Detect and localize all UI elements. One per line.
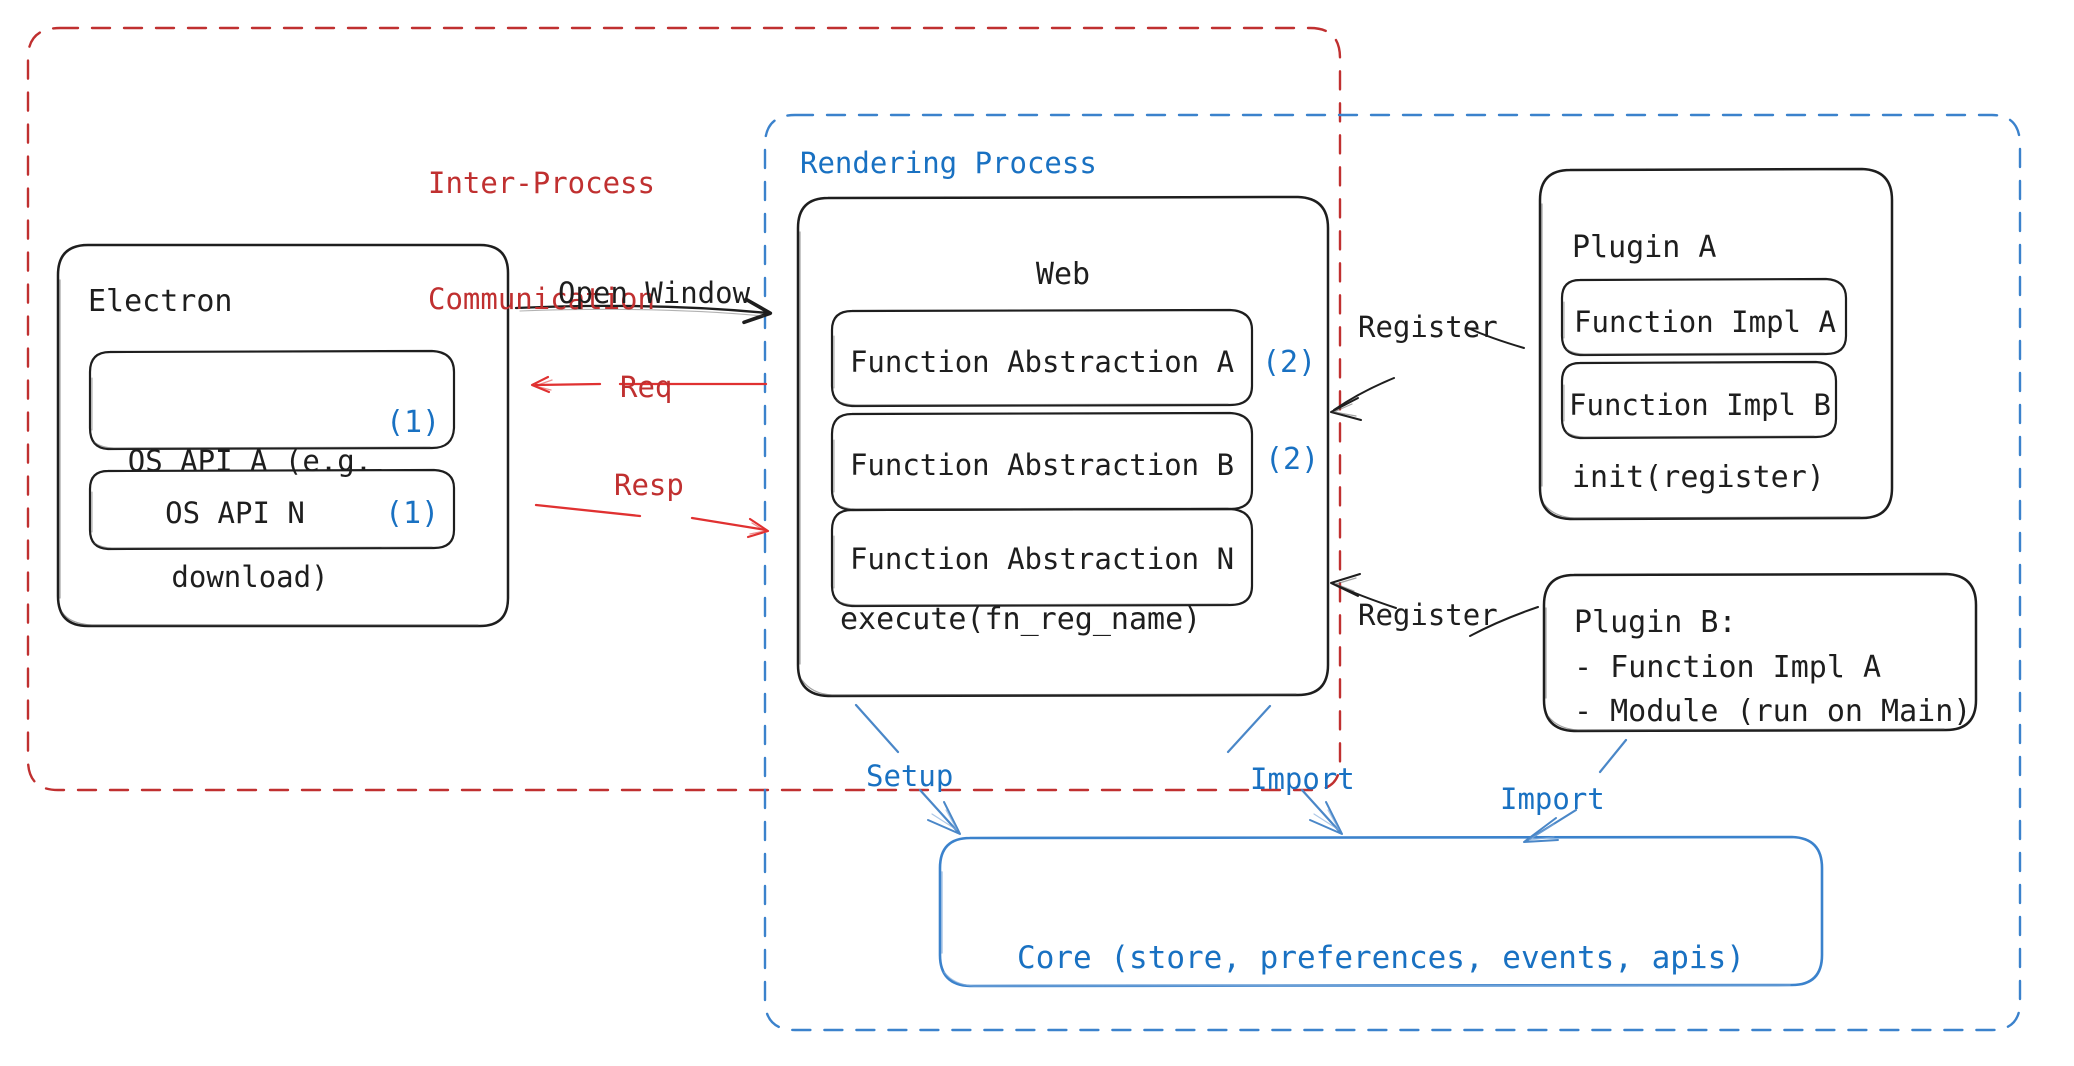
- ipc-group-label: Inter-Process Communication: [428, 86, 728, 397]
- function-impl-b-label: Function Impl B: [1569, 388, 1831, 422]
- function-abstraction-b-marker: (2): [1265, 442, 1320, 477]
- function-abstraction-a-label: Function Abstraction A: [849, 345, 1235, 379]
- core-line-1: Core (store, preferences, events, apis): [1017, 940, 1745, 977]
- function-impl-a-label: Function Impl A: [1574, 305, 1836, 339]
- web-title: Web: [1035, 257, 1091, 292]
- os-api-a-line2: download): [171, 560, 329, 595]
- arrow-label-register-plugin-a: Register: [1358, 310, 1498, 344]
- core-line-2: - OS APIs (1): [950, 1063, 1812, 1066]
- os-api-a-label: OS API A (e.g. download): [100, 364, 400, 675]
- plugin-b-item-0: - Function Impl A: [1574, 650, 1882, 685]
- arrow-label-req: Req: [620, 370, 673, 404]
- arrow-label-import-plugin-b: Import: [1500, 782, 1605, 816]
- arrow-label-register-plugin-b: Register: [1358, 598, 1498, 632]
- os-api-n-marker: (1): [385, 496, 440, 531]
- plugin-a-init-label: init(register): [1572, 460, 1825, 495]
- plugin-a-title: Plugin A: [1572, 230, 1717, 265]
- arrow-label-open-window: Open Window: [558, 276, 751, 310]
- arrow-resp: [534, 503, 770, 539]
- os-api-a-marker: (1): [386, 405, 441, 440]
- rendering-process-label: Rendering Process: [800, 146, 1097, 180]
- electron-title: Electron: [88, 284, 233, 319]
- ipc-group-label-line1: Inter-Process: [428, 165, 655, 200]
- arrow-label-resp: Resp: [614, 468, 684, 502]
- plugin-b-title: Plugin B:: [1574, 605, 1737, 640]
- ipc-group-label-line2: Communication: [428, 282, 655, 317]
- function-abstraction-b-label: Function Abstraction B: [849, 448, 1235, 482]
- arrow-label-setup: Setup: [866, 759, 954, 793]
- os-api-n-label: OS API N: [165, 496, 305, 530]
- plugin-b-item-1: - Module (run on Main): [1574, 694, 1972, 729]
- os-api-a-line1: OS API A (e.g.: [127, 443, 373, 478]
- function-abstraction-n-label: Function Abstraction N: [849, 542, 1235, 576]
- core-label: Core (store, preferences, events, apis) …: [950, 855, 1812, 1066]
- web-execute-label: execute(fn_reg_name): [840, 602, 1202, 637]
- arrow-label-import-web: Import: [1250, 762, 1355, 796]
- function-abstraction-a-marker: (2): [1262, 345, 1317, 380]
